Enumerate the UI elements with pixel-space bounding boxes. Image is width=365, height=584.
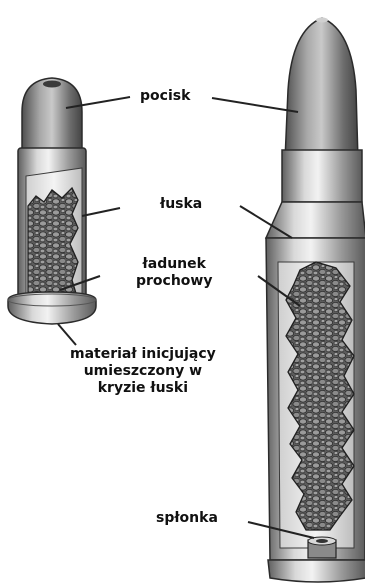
label-bullet: pocisk [140,88,190,105]
label-primer: spłonka [156,510,218,527]
large-case-shoulder [266,202,365,238]
large-case-neck [282,150,362,202]
label-powder-charge: ładunek prochowy [136,256,213,290]
large-bullet [285,18,358,160]
small-bullet-hollow-point [43,81,61,88]
leader-case-small [82,208,120,216]
label-priming-material-line3: kryzie łuski [70,380,216,397]
label-priming-material: materiał inicjujący umieszczony w kryzie… [70,346,216,397]
label-powder-charge-line1: ładunek [136,256,213,273]
label-priming-material-line2: umieszczony w [70,363,216,380]
large-cartridge [266,18,365,583]
label-case: łuska [160,196,202,213]
large-rim [268,560,365,582]
small-rim [8,292,96,324]
small-cartridge [8,78,96,324]
label-powder-charge-line2: prochowy [136,273,213,290]
primer-cup [308,537,336,558]
leader-bullet-large [212,98,298,112]
leader-primer-material [58,324,76,345]
label-priming-material-line1: materiał inicjujący [70,346,216,363]
small-powder-charge [28,188,78,300]
